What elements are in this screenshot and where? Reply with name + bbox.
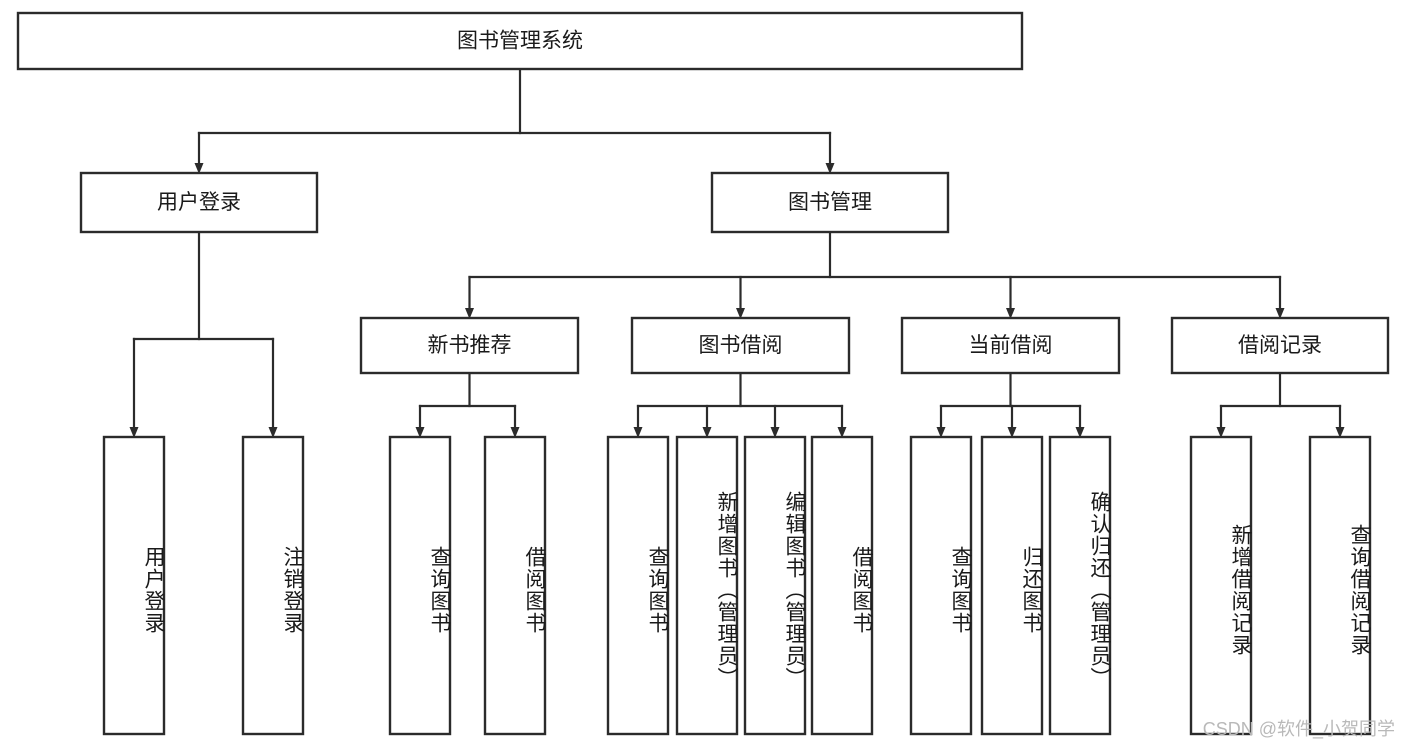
leaf-node-leaf-user-login[interactable] <box>102 435 166 736</box>
arrow-head-icon <box>1075 427 1085 438</box>
arrow-head-icon <box>837 427 847 438</box>
node-box <box>1170 316 1390 375</box>
arrow-head-icon <box>1006 308 1015 319</box>
node-borrow-record[interactable]: 借阅记录 <box>1170 316 1390 375</box>
arrow-head-icon <box>415 427 425 438</box>
node-box <box>980 435 1044 736</box>
arrow-head-icon <box>194 163 204 174</box>
leaf-node-leaf-confirm-return-admin[interactable] <box>1048 435 1112 736</box>
node-box <box>1048 435 1112 736</box>
node-box <box>810 435 874 736</box>
node-current-borrow[interactable]: 当前借阅 <box>900 316 1121 375</box>
arrow-head-icon <box>1275 308 1285 319</box>
connectors-layer <box>129 67 1345 438</box>
node-user-login[interactable]: 用户登录 <box>79 171 319 234</box>
node-box <box>630 316 851 375</box>
arrow-head-icon <box>633 427 643 438</box>
node-label: 当前借阅 <box>969 334 1053 357</box>
node-box <box>909 435 973 736</box>
leaf-node-leaf-add-borrow-record[interactable] <box>1189 435 1253 736</box>
node-label: 新书推荐 <box>428 334 512 357</box>
leaf-node-leaf-add-book-admin[interactable] <box>675 435 739 736</box>
leaf-node-leaf-edit-book-admin[interactable] <box>743 435 807 736</box>
arrow-head-icon <box>465 308 474 319</box>
arrow-head-icon <box>936 427 946 438</box>
node-box <box>710 171 950 234</box>
node-box <box>743 435 807 736</box>
node-label: 借阅记录 <box>1238 334 1322 357</box>
node-box <box>388 435 452 736</box>
node-label: 用户登录 <box>157 191 241 214</box>
node-label: 图书管理 <box>788 191 872 214</box>
leaf-node-leaf-borrow-book-rec[interactable] <box>483 435 547 736</box>
node-box <box>675 435 739 736</box>
node-box <box>359 316 580 375</box>
node-box <box>16 11 1024 71</box>
node-box <box>1189 435 1253 736</box>
leaf-node-leaf-query-book-rec[interactable] <box>388 435 452 736</box>
arrow-head-icon <box>702 427 712 438</box>
node-box <box>483 435 547 736</box>
arrow-head-icon <box>1335 427 1345 438</box>
arrow-head-icon <box>736 308 745 319</box>
leaf-node-leaf-borrow-book[interactable] <box>810 435 874 736</box>
node-box <box>241 435 305 736</box>
node-new-book-rec[interactable]: 新书推荐 <box>359 316 580 375</box>
watermark-text: CSDN @软件_小贺同学 <box>1202 719 1395 739</box>
arrow-head-icon <box>510 427 520 438</box>
node-book-borrow[interactable]: 图书借阅 <box>630 316 851 375</box>
node-box <box>606 435 670 736</box>
arrow-head-icon <box>129 427 139 438</box>
node-label: 图书借阅 <box>699 334 783 357</box>
node-root[interactable]: 图书管理系统 <box>16 11 1024 71</box>
arrow-head-icon <box>825 163 835 174</box>
node-box <box>1308 435 1372 736</box>
leaf-node-leaf-logout[interactable] <box>241 435 305 736</box>
node-box <box>79 171 319 234</box>
arrow-head-icon <box>770 427 780 438</box>
leaf-node-leaf-return-book[interactable] <box>980 435 1044 736</box>
node-box <box>900 316 1121 375</box>
leaf-node-leaf-query-book-borrow[interactable] <box>606 435 670 736</box>
leaf-node-leaf-query-borrow-record[interactable] <box>1308 435 1372 736</box>
node-box <box>102 435 166 736</box>
arrow-head-icon <box>1007 427 1017 438</box>
arrow-head-icon <box>268 427 278 438</box>
leaf-node-leaf-query-book-current[interactable] <box>909 435 973 736</box>
arrow-head-icon <box>1216 427 1226 438</box>
node-label: 图书管理系统 <box>457 30 583 53</box>
node-book-manage[interactable]: 图书管理 <box>710 171 950 234</box>
